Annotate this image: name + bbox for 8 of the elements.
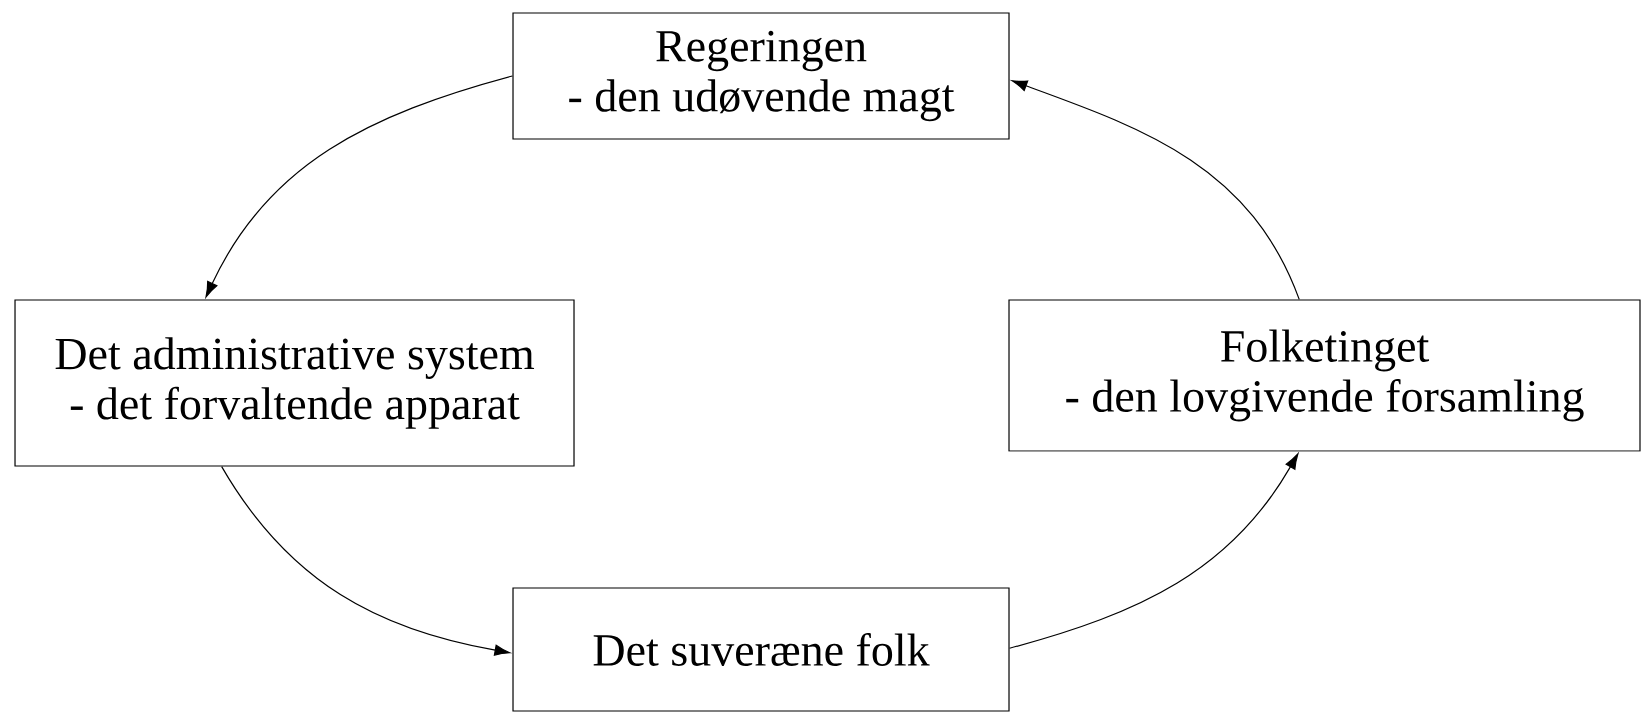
text-box: Regeringen - den udøvende magt	[512, 12, 1010, 140]
arrow	[221, 466, 511, 656]
arrow	[1009, 453, 1299, 649]
arrow	[1011, 80, 1300, 300]
text-box: Det suveræne folk	[512, 587, 1010, 712]
text-box: Folketinget - den lovgivende forsamling	[1008, 299, 1641, 452]
arrow	[205, 75, 513, 298]
text-box: Det administrative system - det forvaltende apparat	[14, 299, 575, 467]
